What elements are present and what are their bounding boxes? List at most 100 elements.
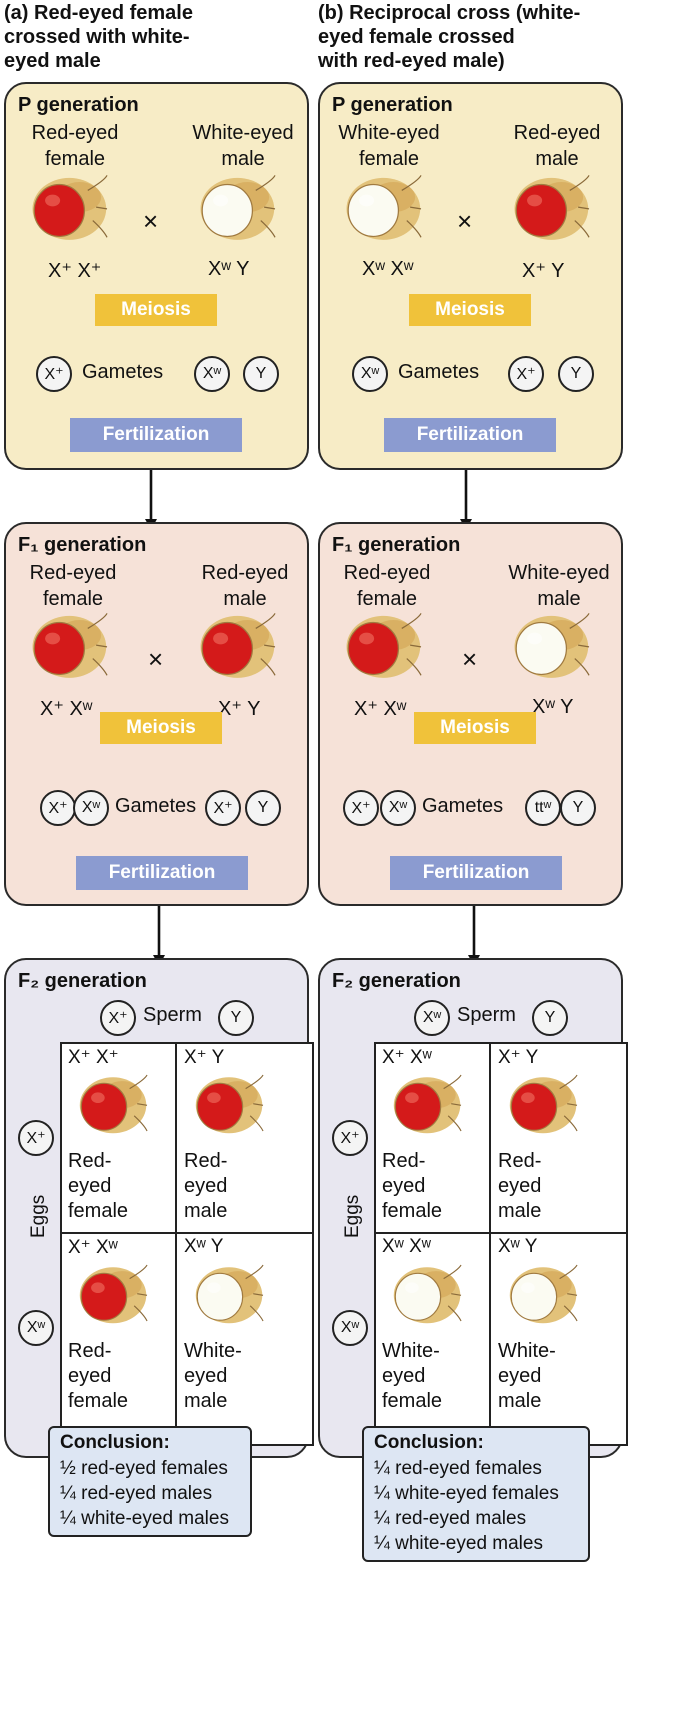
fertilization-label: Fertilization xyxy=(390,856,562,890)
cross-symbol: × xyxy=(148,644,164,674)
gamete-circle: Y xyxy=(560,790,596,826)
genotype-label: Xʷ Xʷ xyxy=(362,258,414,280)
f2-generation-title: F₂ generation xyxy=(18,970,147,992)
red-eyed-fly-image xyxy=(393,1074,462,1134)
cell-genotype: X⁺ X⁺ xyxy=(68,1047,119,1068)
p-generation-title: P generation xyxy=(332,94,453,116)
parent-label: White-eyed xyxy=(338,122,440,144)
cell-genotype: Xʷ Xʷ xyxy=(382,1236,431,1257)
gamete-circle: X⁺ xyxy=(343,790,379,826)
parent-label: male xyxy=(537,588,581,610)
sperm-circle: Y xyxy=(532,1000,568,1036)
parent-label: Red-eyed xyxy=(513,122,601,144)
egg-circle: Xʷ xyxy=(18,1310,54,1346)
genotype-label: X⁺ Y xyxy=(218,698,261,720)
column-heading: (a) Red-eyed female xyxy=(4,2,193,24)
conclusion-box xyxy=(48,1426,252,1537)
sperm-circle: Xʷ xyxy=(414,1000,450,1036)
cell-phenotype: eyed xyxy=(68,1175,112,1197)
gamete-circle: Xʷ xyxy=(194,356,230,392)
egg-circle: Xʷ xyxy=(332,1310,368,1346)
cross-symbol: × xyxy=(457,206,473,236)
parent-label: Red-eyed xyxy=(343,562,431,584)
egg-circle: X⁺ xyxy=(18,1120,54,1156)
red-eyed-fly-image xyxy=(509,1074,578,1134)
parent-label: male xyxy=(221,148,265,170)
conclusion-line: ½ red-eyed females xyxy=(60,1458,228,1479)
cell-phenotype: eyed xyxy=(184,1175,228,1197)
genotype-label: X⁺ X⁺ xyxy=(48,260,102,282)
punnett-divider xyxy=(374,1232,628,1234)
cell-phenotype: Red- xyxy=(68,1150,112,1172)
parent-label: female xyxy=(44,148,106,170)
fertilization-label: Fertilization xyxy=(384,418,556,452)
sperm-circle: X⁺ xyxy=(100,1000,136,1036)
parent-label: female xyxy=(358,148,420,170)
gamete-circle: X⁺ xyxy=(205,790,241,826)
gamete-circle: X⁺ xyxy=(508,356,544,392)
conclusion-line: ¼ red-eyed males xyxy=(374,1508,527,1529)
cell-genotype: Xʷ Y xyxy=(184,1236,224,1257)
punnett-divider xyxy=(489,1042,491,1446)
punnett-divider xyxy=(175,1042,177,1446)
meiosis-label: Meiosis xyxy=(409,294,531,326)
cell-genotype: X⁺ Xʷ xyxy=(382,1047,432,1068)
cell-phenotype: eyed xyxy=(184,1365,228,1387)
cell-phenotype: male xyxy=(184,1390,228,1412)
column-heading: eyed female crossed xyxy=(318,26,515,48)
gamete-circle: Y xyxy=(245,790,281,826)
conclusion-line: ¼ red-eyed males xyxy=(60,1483,213,1504)
cell-phenotype: female xyxy=(68,1390,129,1412)
column-heading: (b) Reciprocal cross (white- xyxy=(318,2,581,24)
genotype-label: X⁺ Y xyxy=(522,260,565,282)
parent-label: male xyxy=(535,148,579,170)
sperm-label: Sperm xyxy=(143,1004,202,1026)
cell-phenotype: Red- xyxy=(68,1340,112,1362)
gamete-circle: X⁺ xyxy=(36,356,72,392)
cell-phenotype: eyed xyxy=(382,1175,426,1197)
gamete-circle: Y xyxy=(243,356,279,392)
sperm-circle: Y xyxy=(218,1000,254,1036)
genotype-label: X⁺ Xʷ xyxy=(40,698,93,720)
cell-phenotype: eyed xyxy=(68,1365,112,1387)
cell-phenotype: female xyxy=(382,1390,443,1412)
cell-phenotype: eyed xyxy=(382,1365,426,1387)
red-eyed-fly-image xyxy=(32,613,108,678)
parent-label: female xyxy=(42,588,104,610)
conclusion-line: ¼ red-eyed females xyxy=(374,1458,542,1479)
gamete-circle: X⁺ xyxy=(40,790,76,826)
red-eyed-fly-image xyxy=(32,175,108,240)
parent-label: White-eyed xyxy=(192,122,294,144)
parent-label: Red-eyed xyxy=(31,122,119,144)
gamete-circle: Xʷ xyxy=(352,356,388,392)
fertilization-label: Fertilization xyxy=(76,856,248,890)
p-generation-panel xyxy=(4,82,309,470)
red-eyed-fly-image xyxy=(514,175,590,240)
white-eyed-fly-image xyxy=(509,1264,578,1324)
cell-phenotype: White- xyxy=(184,1340,242,1362)
meiosis-label: Meiosis xyxy=(95,294,217,326)
cell-genotype: X⁺ Y xyxy=(184,1047,225,1068)
cell-phenotype: male xyxy=(184,1200,228,1222)
white-eyed-fly-image xyxy=(200,175,276,240)
red-eyed-fly-image xyxy=(79,1074,148,1134)
cell-phenotype: Red- xyxy=(382,1150,426,1172)
parent-label: Red-eyed xyxy=(201,562,289,584)
p-generation-title: P generation xyxy=(18,94,139,116)
sperm-label: Sperm xyxy=(457,1004,516,1026)
conclusion-line: ¼ white-eyed females xyxy=(374,1483,559,1504)
cell-phenotype: male xyxy=(498,1390,542,1412)
genotype-label: Xʷ Y xyxy=(208,258,250,280)
conclusion-box xyxy=(362,1426,590,1562)
gamete-circle: Xʷ xyxy=(380,790,416,826)
eggs-label: Eggs xyxy=(342,1194,363,1238)
cell-genotype: Xʷ Y xyxy=(498,1236,538,1257)
p-generation-panel xyxy=(318,82,623,470)
egg-circle: X⁺ xyxy=(332,1120,368,1156)
cell-phenotype: eyed xyxy=(498,1365,542,1387)
parent-label: Red-eyed xyxy=(29,562,117,584)
genotype-label: X⁺ Xʷ xyxy=(354,698,407,720)
cell-phenotype: White- xyxy=(382,1340,440,1362)
eggs-label: Eggs xyxy=(28,1194,49,1238)
